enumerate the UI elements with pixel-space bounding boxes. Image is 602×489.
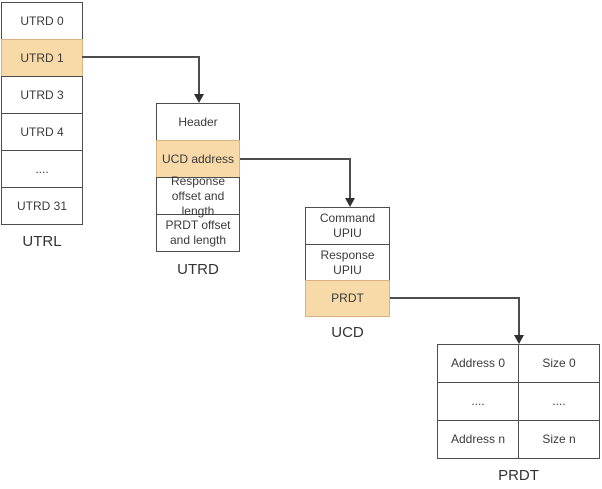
utrl-table-label: UTRL xyxy=(22,233,62,250)
prdt-table-label: PRDT xyxy=(498,467,539,484)
utrd-table: Header UCD address Response offset and l… xyxy=(156,103,240,252)
arrowhead-down-icon xyxy=(514,335,524,344)
connector-ucdaddr-to-ucd-h xyxy=(240,158,350,160)
utrd-row-prdt-offset: PRDT offset and length xyxy=(156,214,240,252)
prdt-cell-size-0: Size 0 xyxy=(518,344,600,383)
utrd-table-label: UTRD xyxy=(177,261,219,278)
prdt-cell-address-ellipsis: .... xyxy=(437,382,519,421)
utrl-row-utrd-3: UTRD 3 xyxy=(1,76,83,114)
ucd-row-prdt: PRDT xyxy=(305,280,390,317)
ucd-row-response-upiu: Response UPIU xyxy=(305,244,390,281)
connector-prdt-to-prdt-h xyxy=(390,297,519,299)
utrl-row-ellipsis: .... xyxy=(1,150,83,188)
prdt-cell-size-ellipsis: .... xyxy=(518,382,600,421)
connector-prdt-to-prdt-v xyxy=(518,297,520,335)
utrd-row-header: Header xyxy=(156,103,240,141)
prdt-row-n: Address n Size n xyxy=(437,420,600,459)
prdt-cell-size-n: Size n xyxy=(518,420,600,459)
utrl-row-utrd-4: UTRD 4 xyxy=(1,113,83,151)
arrowhead-down-icon xyxy=(194,94,204,103)
ucd-table-label: UCD xyxy=(331,324,364,341)
prdt-table: Address 0 Size 0 .... .... Address n Siz… xyxy=(437,344,600,459)
connector-utrd1-to-utrd-h xyxy=(82,56,199,58)
prdt-cell-address-n: Address n xyxy=(437,420,519,459)
prdt-row-ellipsis: .... .... xyxy=(437,382,600,421)
prdt-row-0: Address 0 Size 0 xyxy=(437,344,600,383)
connector-ucdaddr-to-ucd-v xyxy=(349,158,351,198)
prdt-cell-address-0: Address 0 xyxy=(437,344,519,383)
utrl-table: UTRD 0 UTRD 1 UTRD 3 UTRD 4 .... UTRD 31 xyxy=(1,2,83,225)
connector-utrd1-to-utrd-v xyxy=(198,56,200,94)
utrd-row-ucd-address: UCD address xyxy=(156,140,240,178)
utrl-row-utrd-1: UTRD 1 xyxy=(1,39,83,77)
ucd-row-command-upiu: Command UPIU xyxy=(305,207,390,245)
utrl-row-utrd-0: UTRD 0 xyxy=(1,2,83,40)
arrowhead-down-icon xyxy=(345,198,355,207)
utrd-row-response-offset: Response offset and length xyxy=(156,174,240,218)
ucd-table: Command UPIU Response UPIU PRDT xyxy=(305,207,390,317)
utrl-row-utrd-31: UTRD 31 xyxy=(1,187,83,225)
